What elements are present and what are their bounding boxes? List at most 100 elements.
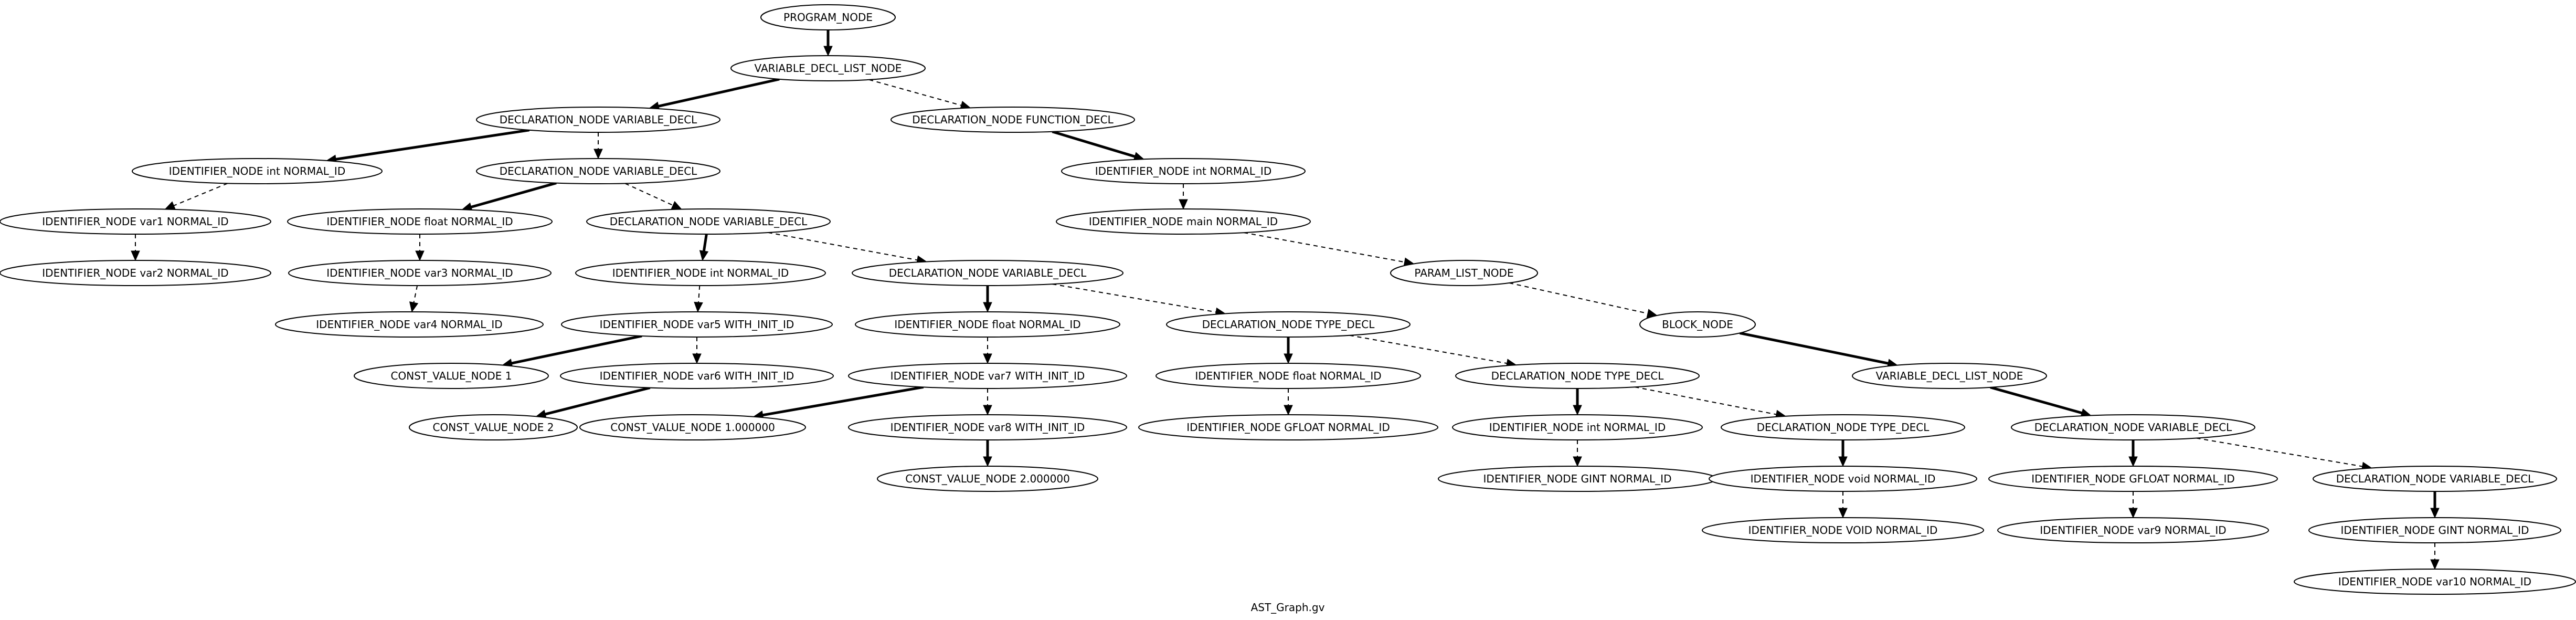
node-ellipse: [476, 107, 720, 133]
graph-edge: [1635, 386, 1786, 419]
node-ellipse: [579, 414, 806, 440]
node-label: IDENTIFIER_NODE GFLOAT NORMAL_ID: [1186, 421, 1390, 434]
graph-node: IDENTIFIER_NODE float NORMAL_ID: [287, 208, 553, 235]
graph-edge: [768, 232, 927, 265]
graph-node: IDENTIFIER_NODE GINT NORMAL_ID: [1438, 466, 1717, 492]
graph-node: IDENTIFIER_NODE var10 NORMAL_ID: [2294, 569, 2576, 595]
node-label: PROGRAM_NODE: [783, 11, 873, 24]
node-label: IDENTIFIER_NODE var9 NORMAL_ID: [2040, 524, 2226, 537]
graph-edge: [649, 78, 780, 111]
graph-edge: [983, 388, 992, 416]
node-label: IDENTIFIER_NODE float NORMAL_ID: [1195, 370, 1381, 382]
arrowhead: [823, 46, 833, 57]
arrowhead: [415, 250, 425, 261]
edge-line: [1739, 331, 1889, 365]
graph-node: DECLARATION_NODE VARIABLE_DECL: [476, 107, 720, 133]
node-ellipse: [0, 260, 271, 286]
graph-edge: [699, 234, 709, 261]
arrowhead: [1573, 456, 1582, 467]
graph-node: IDENTIFIER_NODE var8 WITH_INIT_ID: [848, 414, 1127, 440]
node-label: IDENTIFIER_NODE int NORMAL_ID: [169, 165, 345, 177]
node-label: DECLARATION_NODE VARIABLE_DECL: [610, 215, 808, 228]
node-ellipse: [1997, 517, 2269, 543]
arrowhead: [1284, 353, 1293, 364]
graph-edge: [461, 182, 557, 212]
node-label: IDENTIFIER_NODE VOID NORMAL_ID: [1748, 524, 1938, 537]
edge-line: [768, 232, 918, 261]
graph-node: IDENTIFIER_NODE var3 NORMAL_ID: [288, 260, 552, 286]
graph-edge: [502, 334, 642, 368]
graph-node: CONST_VALUE_NODE 1.000000: [579, 414, 806, 440]
edge-line: [173, 183, 228, 206]
arrowhead: [1838, 456, 1848, 467]
graph-edge: [1739, 331, 1898, 368]
node-ellipse: [730, 55, 926, 81]
node-ellipse: [287, 208, 553, 235]
node-label: DECLARATION_NODE VARIABLE_DECL: [889, 267, 1087, 279]
graph-node: IDENTIFIER_NODE var5 WITH_INIT_ID: [561, 311, 833, 338]
arrowhead: [694, 301, 703, 313]
arrowhead: [983, 405, 992, 416]
graph-node: DECLARATION_NODE TYPE_DECL: [1721, 414, 1965, 440]
node-ellipse: [852, 260, 1123, 286]
edge-line: [1990, 386, 2082, 415]
arrowhead: [1284, 405, 1293, 416]
arrowhead: [1179, 199, 1188, 210]
arrowhead: [409, 301, 419, 313]
graph-node: CONST_VALUE_NODE 2: [409, 414, 578, 440]
graph-edge: [2196, 437, 2372, 471]
arrowhead: [699, 250, 709, 261]
graph-node: IDENTIFIER_NODE int NORMAL_ID: [132, 158, 383, 184]
graph-node: CONST_VALUE_NODE 2.000000: [877, 466, 1098, 492]
edge-line: [697, 285, 701, 303]
graph-node: IDENTIFIER_NODE var9 NORMAL_ID: [1997, 517, 2269, 543]
graph-node: PROGRAM_NODE: [760, 4, 896, 30]
node-ellipse: [132, 158, 383, 184]
graph-node: DECLARATION_NODE VARIABLE_DECL: [586, 208, 831, 235]
graph-edge: [624, 183, 682, 210]
node-label: IDENTIFIER_NODE var6 WITH_INIT_ID: [600, 370, 794, 382]
graph-edge: [1284, 388, 1293, 416]
edge-line: [762, 385, 924, 417]
node-label: PARAM_LIST_NODE: [1414, 267, 1513, 279]
node-label: IDENTIFIER_NODE int NORMAL_ID: [612, 267, 789, 279]
graph-edge: [868, 79, 971, 110]
node-ellipse: [586, 208, 831, 235]
graph-edge: [326, 129, 530, 164]
edge-line: [545, 386, 651, 416]
node-label: DECLARATION_NODE TYPE_DECL: [1757, 421, 1930, 434]
graph-node: IDENTIFIER_NODE var2 NORMAL_ID: [0, 260, 271, 286]
graph-edge: [1573, 440, 1582, 467]
node-label: CONST_VALUE_NODE 2: [433, 421, 554, 434]
node-label: IDENTIFIER_NODE var3 NORMAL_ID: [326, 267, 513, 279]
edge-line: [1244, 232, 1405, 263]
graph-node: DECLARATION_NODE VARIABLE_DECL: [476, 158, 720, 184]
node-ellipse: [2011, 414, 2255, 440]
graph-node: PARAM_LIST_NODE: [1390, 260, 1538, 286]
edge-line: [1052, 130, 1136, 158]
node-ellipse: [354, 363, 549, 389]
node-label: DECLARATION_NODE VARIABLE_DECL: [2034, 421, 2232, 434]
arrowhead: [983, 456, 992, 467]
graph-edge: [983, 440, 992, 467]
graph-edge: [2128, 491, 2138, 519]
node-ellipse: [1166, 311, 1411, 338]
node-label: DECLARATION_NODE VARIABLE_DECL: [2336, 472, 2534, 485]
node-ellipse: [1702, 517, 1984, 543]
graph-node: CONST_VALUE_NODE 1: [354, 363, 549, 389]
graph-edge: [983, 337, 992, 364]
graph-edge: [415, 234, 425, 261]
graph-edge: [593, 132, 603, 160]
graph-node: VARIABLE_DECL_LIST_NODE: [1852, 363, 2047, 389]
node-ellipse: [760, 4, 896, 30]
graph-node: IDENTIFIER_NODE var7 WITH_INIT_ID: [848, 363, 1127, 389]
graph-node: BLOCK_NODE: [1639, 311, 1756, 338]
arrowhead: [164, 201, 176, 210]
node-label: DECLARATION_NODE FUNCTION_DECL: [912, 113, 1114, 126]
graph-node: DECLARATION_NODE VARIABLE_DECL: [2313, 466, 2557, 492]
graph-edge: [694, 285, 703, 313]
graph-node: IDENTIFIER_NODE main NORMAL_ID: [1056, 208, 1311, 235]
node-ellipse: [891, 107, 1135, 133]
node-ellipse: [1852, 363, 2047, 389]
graph-edge: [1509, 282, 1658, 318]
